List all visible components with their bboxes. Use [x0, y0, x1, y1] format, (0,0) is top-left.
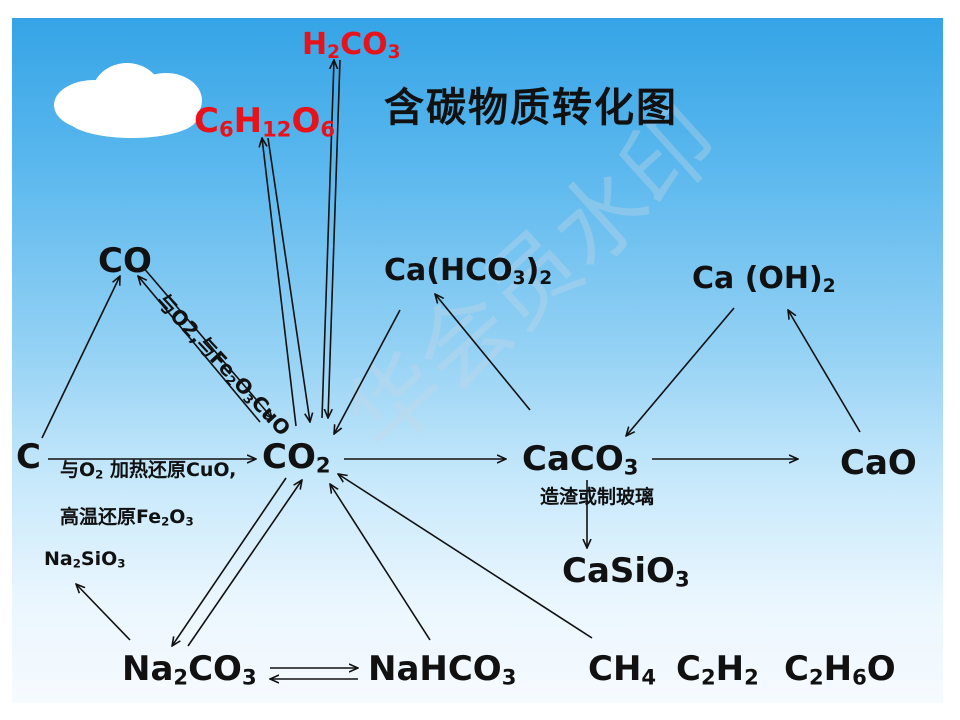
node-h2co3: H2CO3 — [302, 27, 401, 64]
note-c-to-co2-line2: 高温还原Fe2O3 — [60, 506, 194, 529]
node-c: C — [16, 437, 41, 477]
node-na2sio3: Na2SiO3 — [44, 548, 126, 571]
arrow-cahco32-to-co2 — [334, 309, 401, 434]
arrow-co2-to-h2co3 — [321, 60, 334, 419]
arrow-caco3-to-cahco32 — [435, 294, 531, 411]
arrow-na2co3-to-na2sio3 — [76, 584, 131, 641]
node-caco3: CaCO3 — [522, 439, 639, 480]
arrow-h2co3-to-co2 — [328, 59, 341, 418]
arrow-nahco3-to-co2 — [330, 484, 431, 641]
node-nahco3: NaHCO3 — [368, 649, 517, 690]
arrow-na2co3-to-co2 — [187, 480, 302, 647]
arrow-co2-to-c6h12o6 — [262, 138, 297, 427]
node-co: CO — [98, 241, 152, 281]
node-c2h2: C2H2 — [676, 649, 759, 690]
diagram-title: 含碳物质转化图 — [384, 85, 678, 131]
arrow-cao-to-caoh2 — [788, 310, 861, 433]
node-ca-hco3-2: Ca(HCO3)2 — [384, 253, 553, 290]
note-c-to-co2-line1: 与O2 加热还原CuO, — [60, 459, 237, 482]
arrow-organics-to-co2 — [338, 474, 593, 639]
node-c2h6o: C2H6O — [784, 649, 896, 690]
node-casio3: CaSiO3 — [562, 551, 690, 592]
node-ch4: CH4 — [588, 649, 657, 690]
arrow-layer — [41, 18, 861, 703]
node-na2co3: Na2CO3 — [122, 649, 257, 690]
arrow-caoh2-to-caco3 — [626, 307, 735, 436]
arrow-co2-to-na2co3 — [172, 477, 287, 646]
node-co2: CO2 — [262, 437, 331, 478]
arrow-c6h12o6-to-co2 — [267, 137, 310, 422]
node-cao: CaO — [840, 443, 917, 483]
arrow-co-to-co2 — [141, 265, 272, 418]
slide-background: 华会员水印 — [12, 18, 943, 703]
arrow-co2-to-co — [138, 276, 261, 423]
node-ca-oh-2: Ca (OH)2 — [692, 261, 836, 298]
node-c6h12o6: C6H12O6 — [194, 101, 336, 142]
arrow-c-to-co — [41, 276, 120, 439]
note-caco3-to-casio3: 造渣或制玻璃 — [540, 486, 655, 508]
